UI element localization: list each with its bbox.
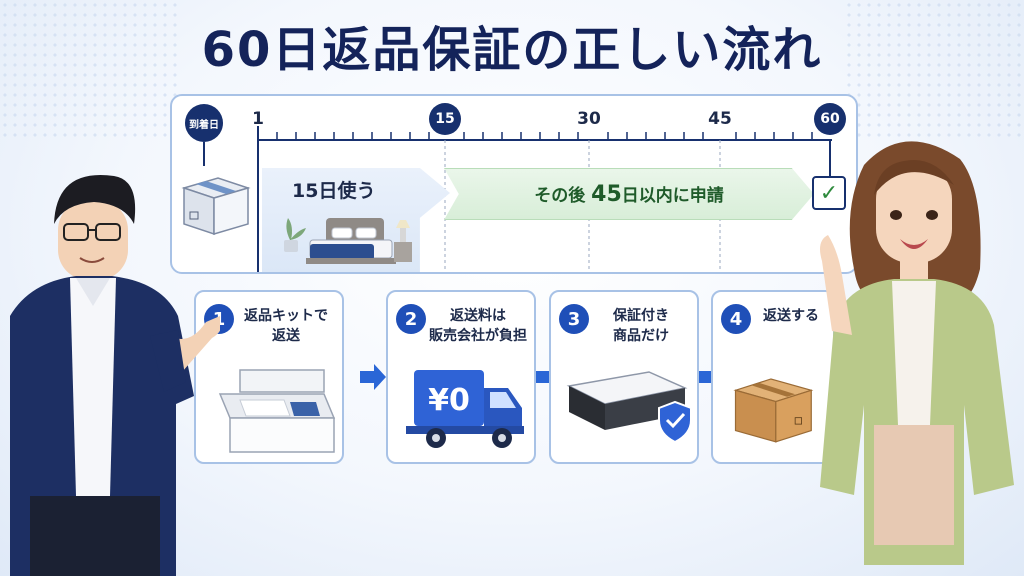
return-kit-icon <box>218 369 336 453</box>
truck-price-label: ¥0 <box>428 383 470 418</box>
deadline-check-icon: ✓ <box>812 176 846 210</box>
woman-presenter-illustration <box>820 141 1014 565</box>
step-card-4: 4 返送する <box>711 290 835 464</box>
step-text-1: 返品キットで 返送 <box>244 308 328 344</box>
decor-dots-right <box>844 0 1024 140</box>
milestone-15: 15 <box>429 103 461 135</box>
tick-label-30: 30 <box>577 109 601 129</box>
usage-phase-label: 15日使う <box>292 180 376 202</box>
step-text-3: 保証付き 商品だけ <box>613 308 669 344</box>
step-text-2: 返送料は 販売会社が負担 <box>429 308 527 344</box>
arrival-day-stem <box>203 142 205 166</box>
step-text-4: 返送する <box>763 308 819 324</box>
box-icon <box>181 177 251 236</box>
milestone-60: 60 <box>814 103 846 135</box>
step-card-3: 3 保証付き 商品だけ <box>549 290 699 464</box>
tick-label-1: 1 <box>252 109 264 129</box>
application-phase-prefix: その後 <box>534 186 586 206</box>
application-phase-number: 45 <box>591 182 622 207</box>
parcel-icon <box>733 378 814 443</box>
step-card-2: 2 返送料は 販売会社が負担 ¥0 <box>386 290 536 464</box>
application-phase-label: その後 45日以内に申請 <box>534 181 724 207</box>
application-phase-suffix: 日以内に申請 <box>621 186 724 206</box>
timeline-panel: 到着日 1 15 30 45 60 15日使う その後 45日以内に申請 ✓ <box>170 94 858 274</box>
application-phase-band: その後 45日以内に申請 <box>444 168 814 220</box>
decor-dots-left <box>0 0 180 140</box>
page-title: 60日返品保証の正しい流れ <box>201 22 823 78</box>
mattress-icon <box>566 371 692 444</box>
truck-icon: ¥0 <box>406 370 524 448</box>
man-presenter-illustration <box>10 175 220 576</box>
tick-label-45: 45 <box>708 109 732 129</box>
step-number-2: 2 <box>396 304 426 334</box>
arrow-right-icon <box>360 364 386 390</box>
arrival-day-pin: 到着日 <box>185 104 223 142</box>
step-number-3: 3 <box>559 304 589 334</box>
step-number-4: 4 <box>721 304 751 334</box>
bed-icon <box>284 218 412 264</box>
arrival-day-marker: 到着日 <box>182 104 226 166</box>
